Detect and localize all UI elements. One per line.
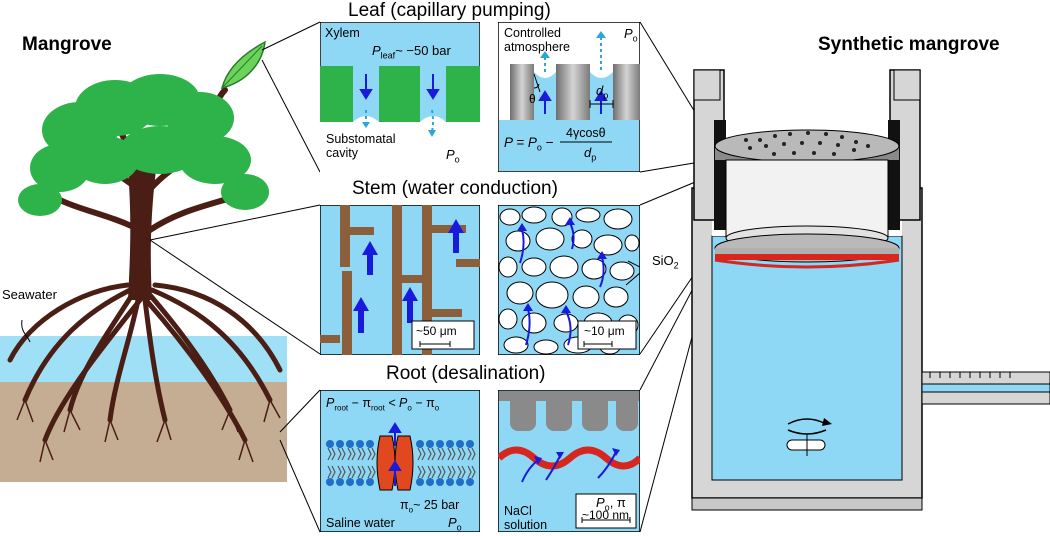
substomatal-label: Substomatal cavity xyxy=(326,132,396,160)
po-label-panel5: Po xyxy=(448,515,462,533)
synthetic-device-illustration xyxy=(691,69,1050,511)
prop-roots xyxy=(7,282,283,443)
pore-scale-label: ~10 μm xyxy=(584,324,625,338)
capillary-equation-denominator: dp xyxy=(584,145,597,163)
seawater-label: Seawater xyxy=(2,287,57,302)
nacl-solution-label: NaCl solution xyxy=(504,504,548,532)
po-pi-label: Po, π xyxy=(596,495,626,513)
capillary-equation-lhs: P = Po − xyxy=(504,135,554,153)
leaf-xylem-panel xyxy=(320,22,480,172)
p-leaf-label: Pleaf~ −50 bar xyxy=(372,43,451,61)
root-pressure-condition: Proot − πroot < Po − πo xyxy=(326,396,440,413)
osmotic-pressure-label: πo~ 25 bar xyxy=(400,498,460,515)
po-label-panel1: Po xyxy=(446,147,460,165)
saline-water-label: Saline water xyxy=(326,516,395,530)
po-label-panel2: Po xyxy=(624,26,638,44)
root-section-heading: Root (desalination) xyxy=(386,363,546,384)
theta-label: θ xyxy=(529,92,536,106)
root-membrane-panel xyxy=(320,390,480,532)
stem-section-heading: Stem (water conduction) xyxy=(352,178,558,199)
seawater-pointer xyxy=(21,319,31,343)
xylem-label: Xylem xyxy=(325,26,360,40)
controlled-atmosphere-label: Controlled atmosphere xyxy=(504,26,571,54)
fine-roots xyxy=(16,399,281,463)
leaf-midrib xyxy=(221,45,263,89)
trunk xyxy=(128,170,156,300)
stem-scale-label: ~50 μm xyxy=(416,324,457,338)
sio2-label: SiO2 xyxy=(652,253,679,271)
dp-label: dp xyxy=(596,83,609,101)
stem-xylem-panel xyxy=(320,205,480,355)
stem-porous-panel xyxy=(498,205,640,355)
root-synthetic-panel xyxy=(498,390,640,532)
root-scale-label: ~100 nm xyxy=(582,508,630,522)
mangrove-tree-illustration xyxy=(0,40,287,482)
capillary-equation-numerator: 4γcosθ xyxy=(566,126,606,140)
leaf-section-heading: Leaf (capillary pumping) xyxy=(348,0,551,21)
canopy xyxy=(18,74,269,216)
mangrove-title: Mangrove xyxy=(22,34,112,55)
leaf-capillary-panel xyxy=(498,22,640,172)
synthetic-mangrove-title: Synthetic mangrove xyxy=(818,34,1000,55)
